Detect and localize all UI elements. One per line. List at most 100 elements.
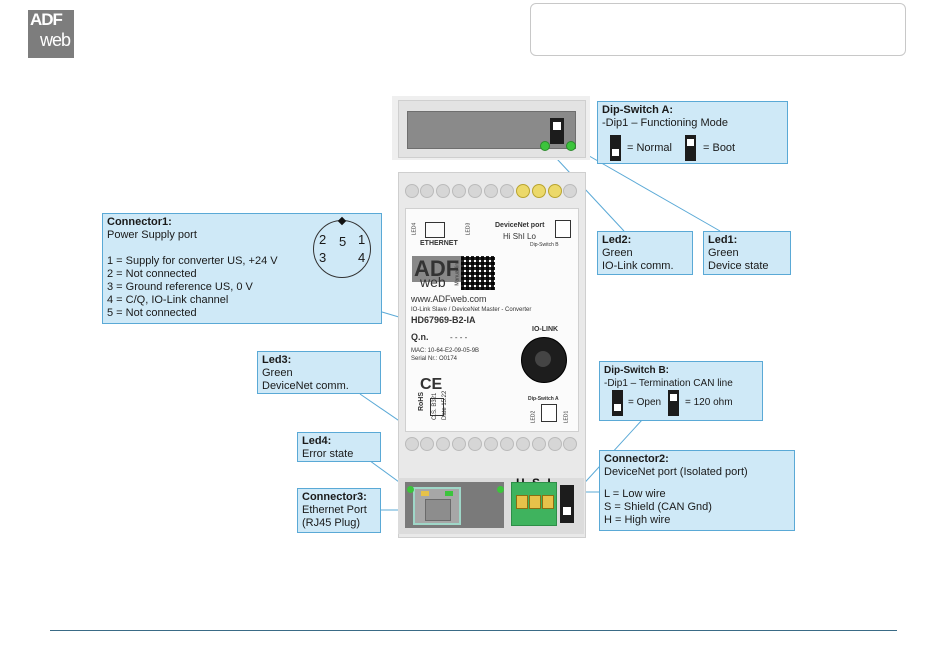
connector1-title: Connector1: — [107, 216, 172, 228]
led2-line1: Green — [602, 247, 633, 259]
vent — [420, 437, 434, 451]
device-qn-value: - - - - — [450, 333, 468, 342]
callout-dip-switch-b: Dip-Switch B: -Dip1 – Termination CAN li… — [599, 361, 763, 421]
qr-code-icon[interactable] — [461, 256, 495, 290]
terminal-pin-l — [542, 495, 554, 509]
devicenet-terminal[interactable] — [511, 482, 557, 526]
vent-yellow — [516, 184, 530, 198]
led3-indicator — [497, 486, 504, 493]
header-box — [530, 3, 906, 56]
m12-pin-2: 2 — [319, 232, 327, 247]
vent — [500, 437, 514, 451]
callout-connector1: Connector1: Power Supply port 1 = Supply… — [102, 213, 382, 324]
weee-icon — [430, 398, 444, 416]
dip-normal-icon — [610, 135, 621, 161]
connector3-line2: (RJ45 Plug) — [302, 517, 361, 529]
led1-indicator — [566, 141, 576, 151]
m12-pin-3: 3 — [319, 250, 327, 265]
dip-switch-a-top[interactable] — [550, 118, 564, 144]
connector2-line-s: S = Shield (CAN Gnd) — [604, 501, 712, 513]
led4-line1: Error state — [302, 448, 354, 460]
callout-connector2: Connector2: DeviceNet port (Isolated por… — [599, 450, 795, 531]
vent — [563, 437, 577, 451]
logo-text-top: ADF — [30, 10, 63, 29]
device-logo-bottom: web — [420, 274, 446, 290]
led1-title: Led1: — [708, 234, 738, 246]
footer-divider — [50, 630, 897, 631]
vent-yellow — [548, 184, 562, 198]
device-led3-label: LED3 — [465, 222, 472, 236]
device-mac: MAC: 10-64-E2-09-05-9B — [411, 348, 480, 354]
vent — [405, 437, 419, 451]
device-logo-top: ADF — [412, 256, 462, 282]
dip-lever — [670, 394, 677, 401]
connector2-line-h: H = High wire — [604, 514, 671, 526]
dip-a-normal: = Normal — [627, 142, 672, 154]
led4-indicator — [407, 486, 414, 493]
led3-line2: DeviceNet comm. — [262, 380, 349, 392]
device-io-link-label: IO-LINK — [532, 326, 559, 333]
io-link-connector[interactable] — [521, 337, 567, 383]
led3-title: Led3: — [262, 354, 292, 366]
vent — [468, 184, 482, 198]
device-led2-label: LED2 — [530, 410, 537, 424]
dip-a-line1: -Dip1 – Functioning Mode — [602, 117, 728, 129]
connector3-title: Connector3: — [302, 491, 367, 503]
dip-switch-b-bottom[interactable] — [560, 485, 574, 523]
device-devicenet-port-label: DeviceNet port — [495, 222, 545, 229]
vent-yellow — [532, 184, 546, 198]
callout-connector3: Connector3: Ethernet Port (RJ45 Plug) — [297, 488, 381, 533]
terminal-pin-s — [529, 495, 541, 509]
device-dip-switch-b-label: Dip-Switch B — [530, 242, 559, 248]
vent — [468, 437, 482, 451]
m12-connector-diagram: 2 5 1 3 4 — [313, 216, 371, 278]
led2-indicator — [540, 141, 550, 151]
connector1-pin5: 5 = Not connected — [107, 307, 197, 319]
vent — [405, 184, 419, 198]
device-hi-shi-lo: Hi ShI Lo — [503, 232, 536, 241]
connector2-line-l: L = Low wire — [604, 488, 666, 500]
vent — [436, 184, 450, 198]
device-led1-label: LED1 — [563, 410, 570, 424]
connector1-pin4: 4 = C/Q, IO-Link channel — [107, 294, 229, 306]
device-led4-label: LED4 — [411, 222, 418, 236]
connector1-pin3: 3 = Ground reference US, 0 V — [107, 281, 253, 293]
dip-switch-b-device[interactable] — [555, 220, 571, 238]
callout-led1: Led1: Green Device state — [703, 231, 791, 275]
dip-a-boot: = Boot — [703, 142, 736, 154]
ce-mark: CE — [420, 376, 443, 393]
device-description: IO-Link Slave / DeviceNet Master - Conve… — [411, 307, 532, 313]
rohs-mark: RoHS — [418, 391, 426, 412]
connector3-line1: Ethernet Port — [302, 504, 367, 516]
vent — [500, 184, 514, 198]
terminal-pin-h — [516, 495, 528, 509]
callout-dip-switch-a: Dip-Switch A: -Dip1 – Functioning Mode =… — [597, 101, 788, 164]
led1-line2: Device state — [708, 260, 769, 272]
vent — [563, 184, 577, 198]
device-qn-label: Q.n. — [411, 332, 429, 342]
vent — [452, 184, 466, 198]
dip-b-ohm: = 120 ohm — [685, 397, 733, 408]
callout-led4: Led4: Error state — [297, 432, 381, 462]
dip-open-icon — [612, 390, 623, 416]
vent — [516, 437, 530, 451]
led2-title: Led2: — [602, 234, 632, 246]
dip-120ohm-icon — [668, 390, 679, 416]
rj45-port[interactable] — [413, 487, 461, 525]
connector2-title: Connector2: — [604, 453, 669, 465]
dip-lever — [612, 149, 619, 156]
m12-pin-4: 4 — [358, 250, 366, 265]
io-link-connector-center — [535, 351, 551, 367]
device-dip-switch-a-label: Dip-Switch A — [528, 396, 559, 402]
device-serial: Serial Nr.: O0174 — [411, 356, 458, 362]
led1-line1: Green — [708, 247, 739, 259]
led3-line1: Green — [262, 367, 293, 379]
device-ethernet-label: ETHERNET — [420, 240, 458, 247]
vent — [452, 437, 466, 451]
vent — [420, 184, 434, 198]
connector1-subtitle: Power Supply port — [107, 229, 197, 241]
vent — [484, 184, 498, 198]
dip-switch-a-device[interactable] — [541, 404, 557, 422]
m12-pin-5: 5 — [339, 234, 347, 249]
logo-text-bottom: web — [40, 30, 71, 50]
